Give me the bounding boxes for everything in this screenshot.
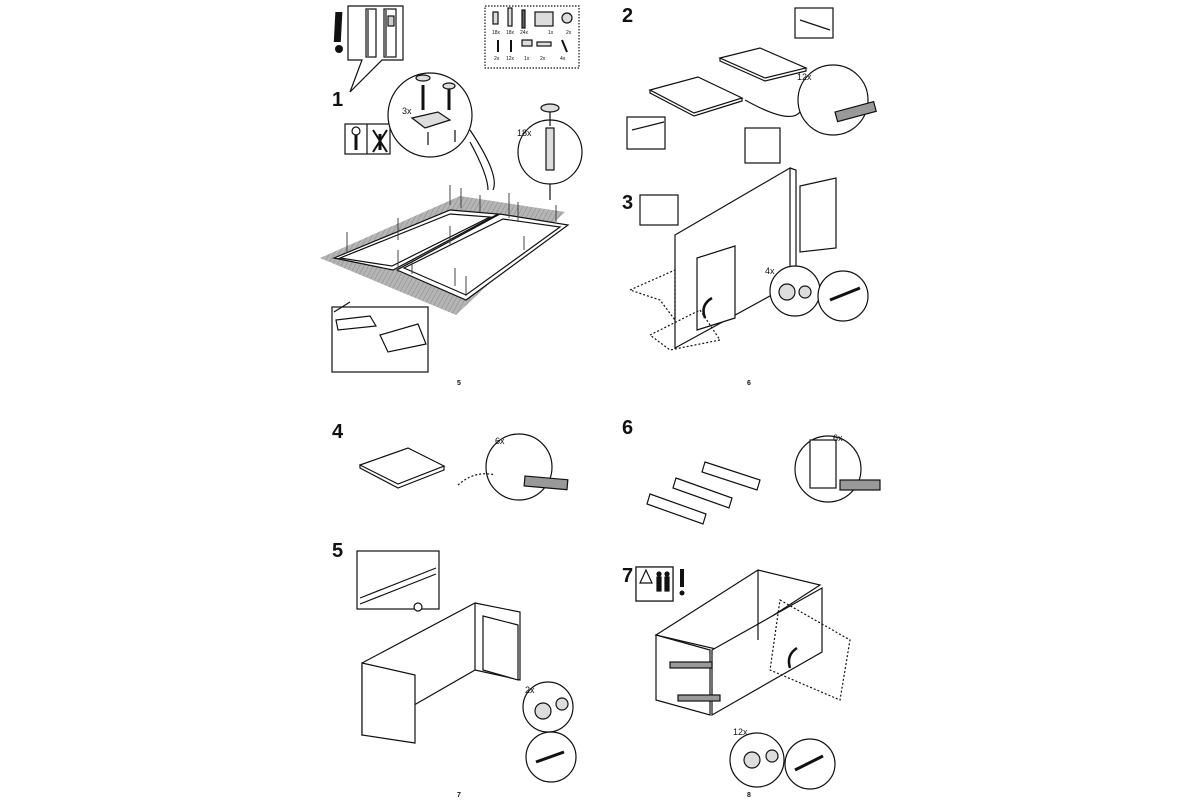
hardware-count: 18x — [492, 30, 501, 36]
step-4-shelf — [358, 433, 569, 501]
quantity-6x-step6: 6x — [833, 433, 843, 443]
step-7-assembly — [635, 566, 851, 790]
quantity-3x: 3x — [402, 106, 412, 116]
frames-on-floor — [320, 185, 570, 315]
step-6-rails — [646, 435, 881, 525]
hinge-zoom-icon — [387, 72, 495, 191]
quantity-2x: 2x — [525, 685, 535, 695]
hardware-count: 18x — [506, 30, 515, 36]
page-number-7: 7 — [457, 792, 461, 799]
page-7-illustration — [356, 433, 577, 783]
hardware-count: 24x — [520, 30, 529, 36]
quantity-6x-step4: 6x — [495, 436, 505, 446]
hardware-box — [484, 5, 580, 69]
warning-exclamation-icon-2 — [679, 569, 685, 596]
quantity-4x: 4x — [765, 266, 775, 276]
page-8-illustration — [635, 435, 881, 790]
page-number-8: 8 — [747, 792, 751, 799]
quantity-12x-step7: 12x — [733, 727, 748, 737]
page-number-5: 5 — [457, 380, 461, 387]
step-number-3: 3 — [622, 192, 634, 214]
hardware-count: 12x — [506, 56, 515, 62]
step-5-carcass — [356, 550, 577, 783]
hardware-count: 2x — [566, 30, 572, 36]
page-6-illustration — [626, 7, 877, 351]
edge-detail-box — [331, 301, 429, 373]
quantity-12x-step2: 12x — [797, 72, 812, 82]
hardware-count: 4x — [560, 56, 566, 62]
step-number-6: 6 — [622, 417, 634, 439]
page-5-illustration — [320, 5, 583, 373]
screw-choice-icon — [344, 123, 391, 155]
hardware-count: 1x — [548, 30, 554, 36]
step-number-7: 7 — [622, 565, 634, 587]
step-number-5: 5 — [332, 540, 344, 562]
step-number-1: 1 — [332, 89, 344, 111]
page-number-6: 6 — [747, 380, 751, 387]
two-person-icon — [635, 566, 674, 602]
dowel-zoom-icon — [517, 103, 583, 200]
step-number-2: 2 — [622, 5, 634, 27]
hardware-count: 1x — [524, 56, 530, 62]
warning-exclamation-icon — [333, 12, 343, 53]
speech-bubble-icon — [347, 5, 404, 93]
hardware-count: 2x — [494, 56, 500, 62]
step-3-carcass — [628, 127, 869, 351]
hardware-count: 2x — [540, 56, 546, 62]
step-number-4: 4 — [332, 421, 344, 443]
step-2-panels — [626, 7, 877, 150]
quantity-18x: 18x — [517, 128, 532, 138]
